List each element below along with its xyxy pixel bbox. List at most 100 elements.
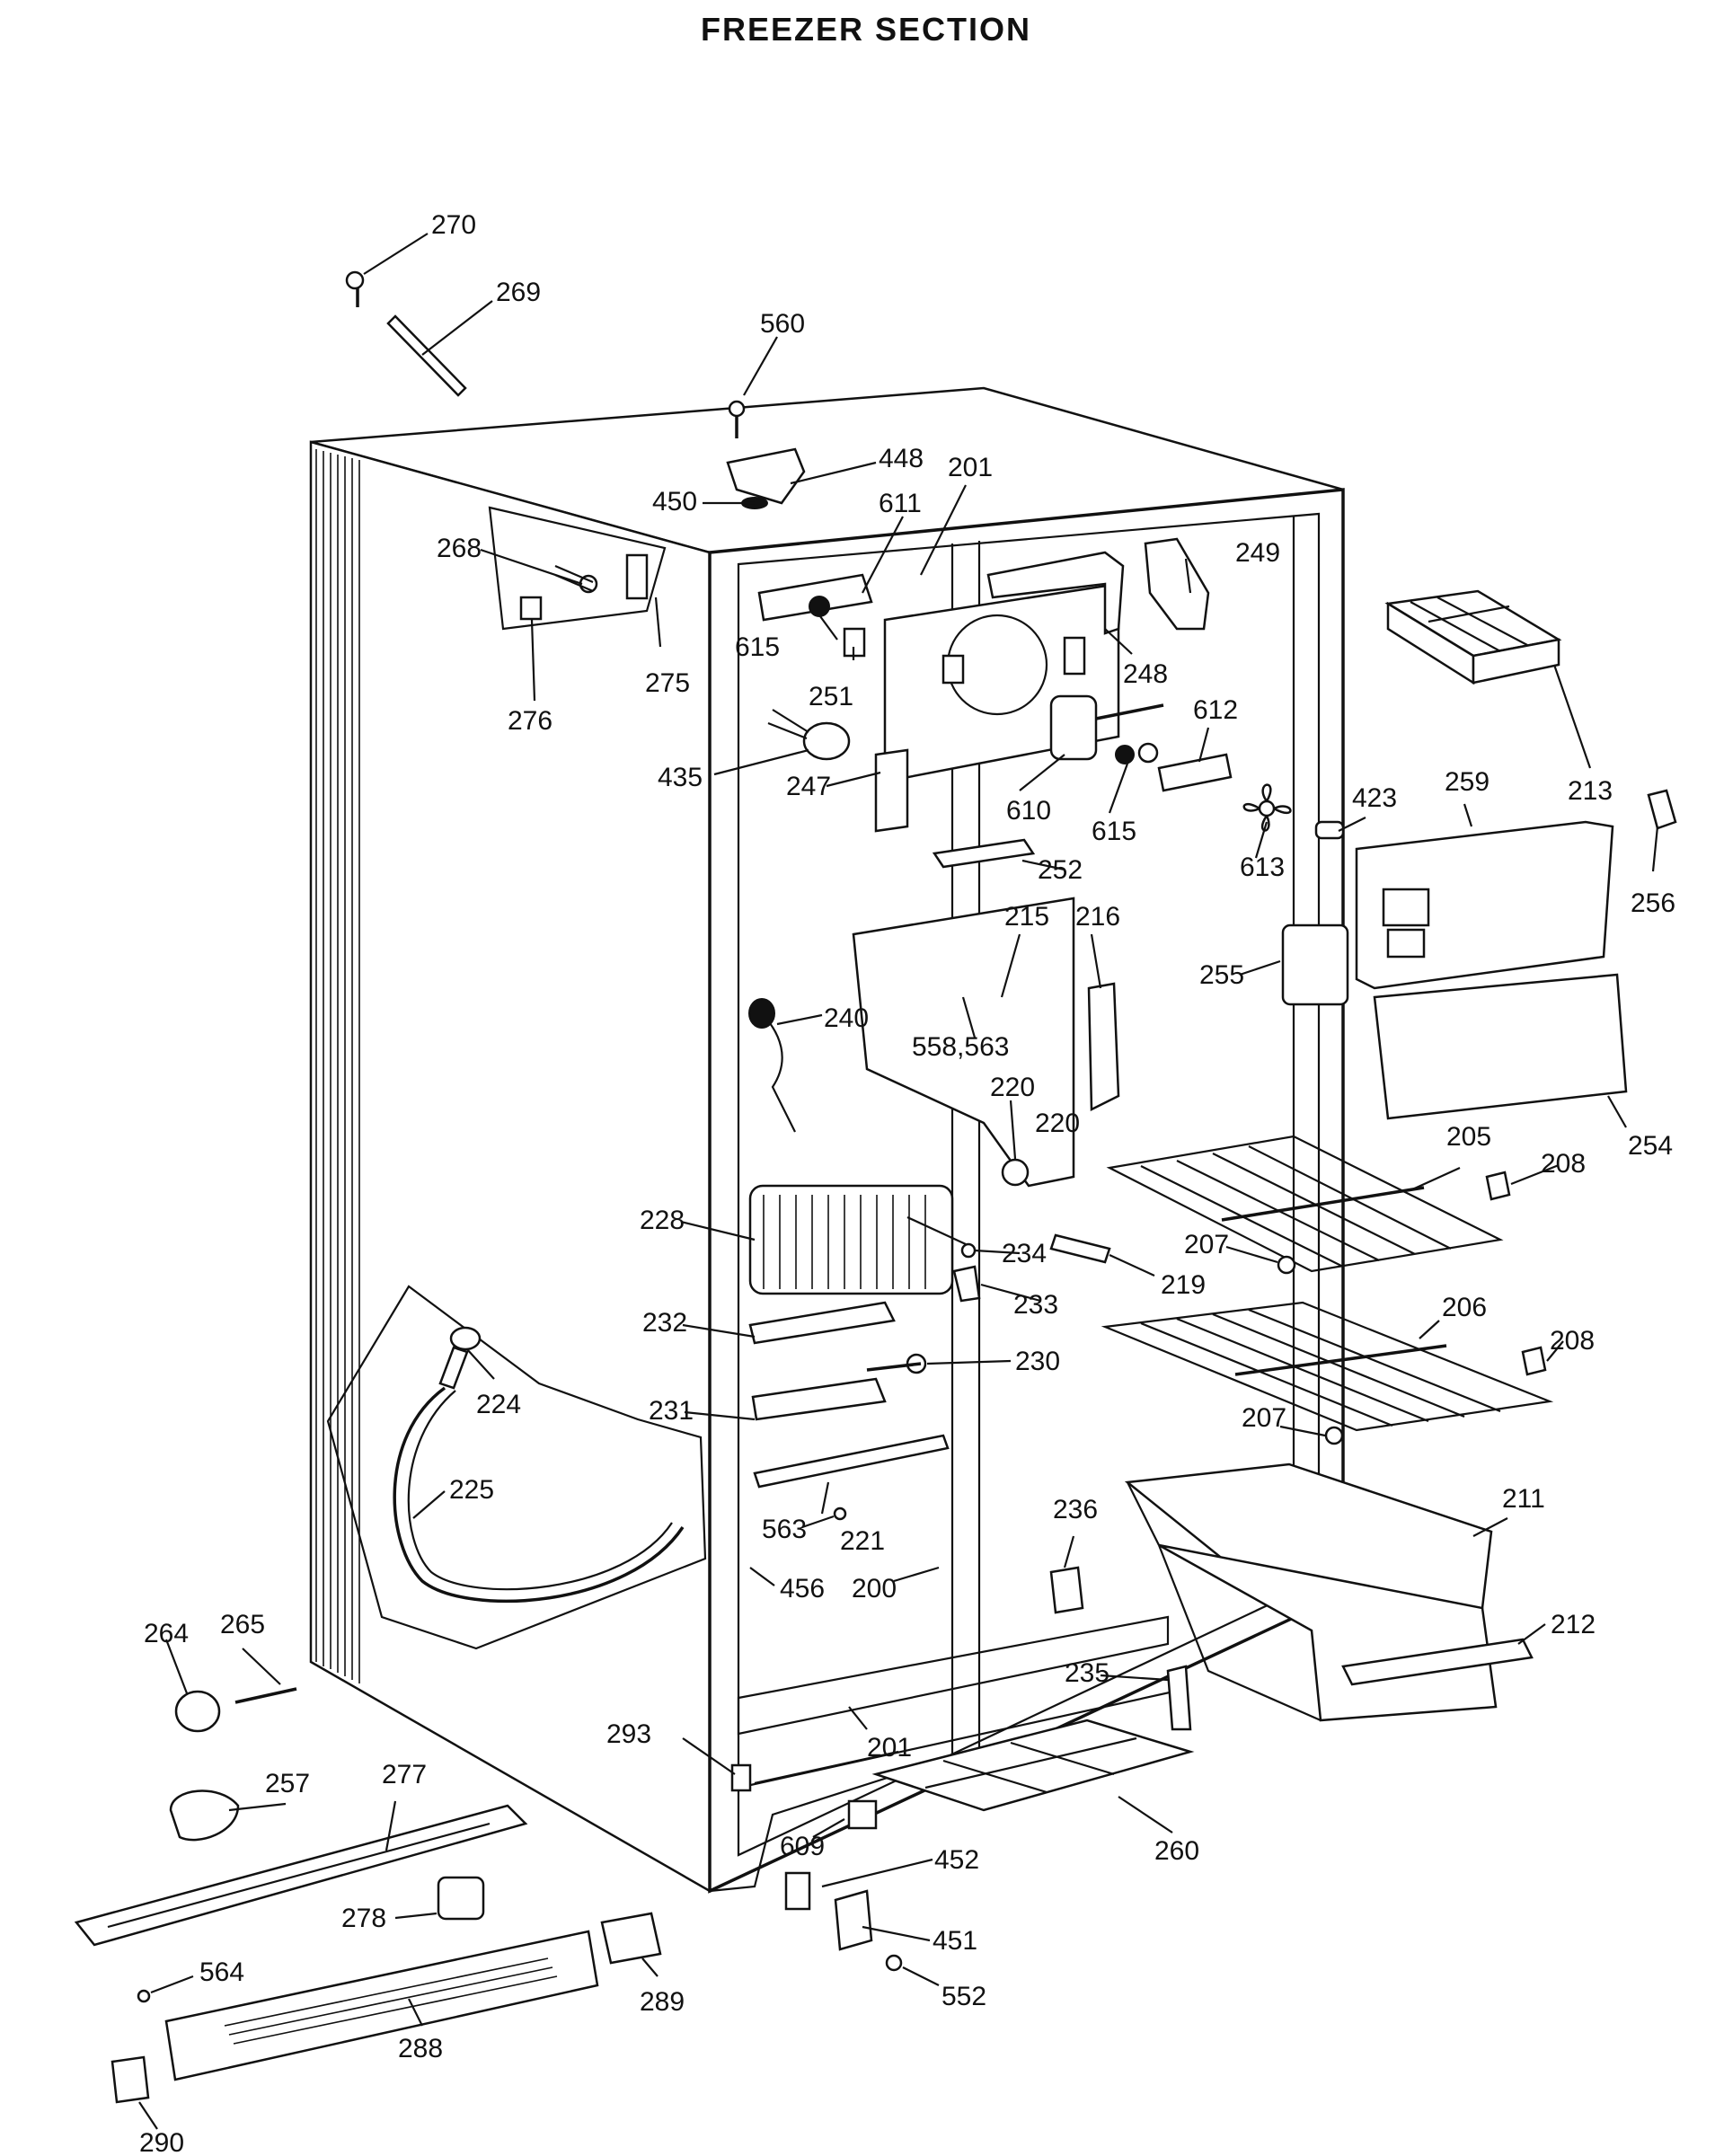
part-213 [1384,589,1562,685]
callout-560: 560 [760,309,805,339]
part-278 [437,1876,485,1921]
part-270 [345,270,365,290]
part-208b [1521,1346,1547,1376]
callout-205: 205 [1446,1122,1491,1152]
part-254 [1373,973,1628,1120]
callout-219: 219 [1161,1270,1206,1300]
callout-265: 265 [220,1610,265,1639]
callout-448: 448 [879,444,924,473]
callout-220-b: 220 [1035,1109,1080,1138]
part-207a [1277,1255,1296,1275]
part-435 [802,721,851,761]
part-207b [1324,1426,1344,1445]
part-423 [1314,820,1345,840]
callout-615-upper: 615 [735,632,780,662]
callout-248: 248 [1123,659,1168,689]
part-236 [1049,1566,1084,1614]
callout-564: 564 [199,1957,244,1987]
callout-233: 233 [1013,1290,1058,1320]
callout-451: 451 [933,1926,977,1956]
callout-264: 264 [144,1619,189,1648]
callout-201-bottom: 201 [867,1733,912,1763]
callout-224: 224 [476,1390,521,1419]
callout-269: 269 [496,278,541,307]
callout-611: 611 [879,489,922,518]
parts-drain-inset [326,1285,707,1650]
part-224 [449,1326,482,1351]
callout-276: 276 [508,706,553,736]
part-563 [833,1507,847,1521]
part-252 [932,838,1036,869]
callout-552: 552 [941,1982,986,2011]
callout-456: 456 [780,1574,825,1604]
callout-277: 277 [382,1760,427,1789]
part-609 [847,1799,878,1830]
part-219 [1049,1233,1111,1264]
part-216 [1087,982,1120,1112]
callout-labels: 270 269 560 448 450 201 611 249 268 615 … [139,210,1675,2156]
parts-top [345,270,806,594]
leader-lines [138,233,1659,2130]
part-212 [1341,1638,1534,1686]
diagram-title: FREEZER SECTION [701,11,1031,48]
parts-right [871,589,1677,1812]
part-257 [169,1789,240,1842]
part-452 [784,1871,811,1911]
part-221 [753,1434,950,1489]
callout-435: 435 [658,763,703,792]
callout-234: 234 [1002,1239,1047,1268]
callout-252: 252 [1038,855,1083,885]
callout-270: 270 [431,210,476,240]
part-215 [852,897,1075,1188]
callout-278: 278 [341,1904,386,1933]
part-231 [751,1377,887,1421]
callout-452: 452 [934,1845,979,1875]
callout-289: 289 [640,1987,685,2017]
callout-259: 259 [1445,767,1490,797]
callout-212: 212 [1551,1610,1596,1639]
callout-268: 268 [437,534,482,563]
callout-275: 275 [645,668,690,698]
part-220 [1001,1158,1030,1187]
part-615b [1115,745,1135,764]
part-233 [952,1265,981,1303]
callout-249: 249 [1235,538,1280,568]
part-260 [871,1719,1195,1812]
part-234 [960,1242,977,1259]
part-269 [386,314,467,397]
part-255 [1281,923,1349,1006]
callout-208-b: 208 [1550,1326,1595,1356]
part-265 [234,1687,297,1704]
part-289 [600,1912,662,1965]
part-552 [885,1954,903,1972]
part-232 [748,1301,896,1345]
callout-200: 200 [852,1574,897,1604]
part-448 [726,447,806,505]
part-612 [1157,753,1233,792]
callout-293: 293 [606,1719,651,1749]
callout-216: 216 [1075,902,1120,932]
part-205 [1106,1135,1504,1273]
part-264 [174,1690,221,1733]
part-610 [1049,694,1098,761]
part-288 [164,1930,599,2081]
callout-230: 230 [1015,1347,1060,1376]
part-225 [393,1386,685,1604]
part-451 [834,1889,873,1951]
callout-615-lower: 615 [1092,817,1136,846]
callout-215: 215 [1004,902,1049,932]
part-293 [730,1763,752,1792]
callout-257: 257 [265,1769,310,1798]
callout-225: 225 [449,1475,494,1505]
callout-220-a: 220 [990,1073,1035,1102]
callout-201-top: 201 [948,453,993,482]
callout-423: 423 [1352,783,1397,813]
callout-450: 450 [652,487,697,517]
part-564 [137,1989,151,2003]
callout-228: 228 [640,1206,685,1235]
callout-211: 211 [1502,1484,1545,1514]
callout-240: 240 [824,1003,869,1033]
part-228 [748,1184,954,1295]
callout-232: 232 [642,1308,687,1338]
